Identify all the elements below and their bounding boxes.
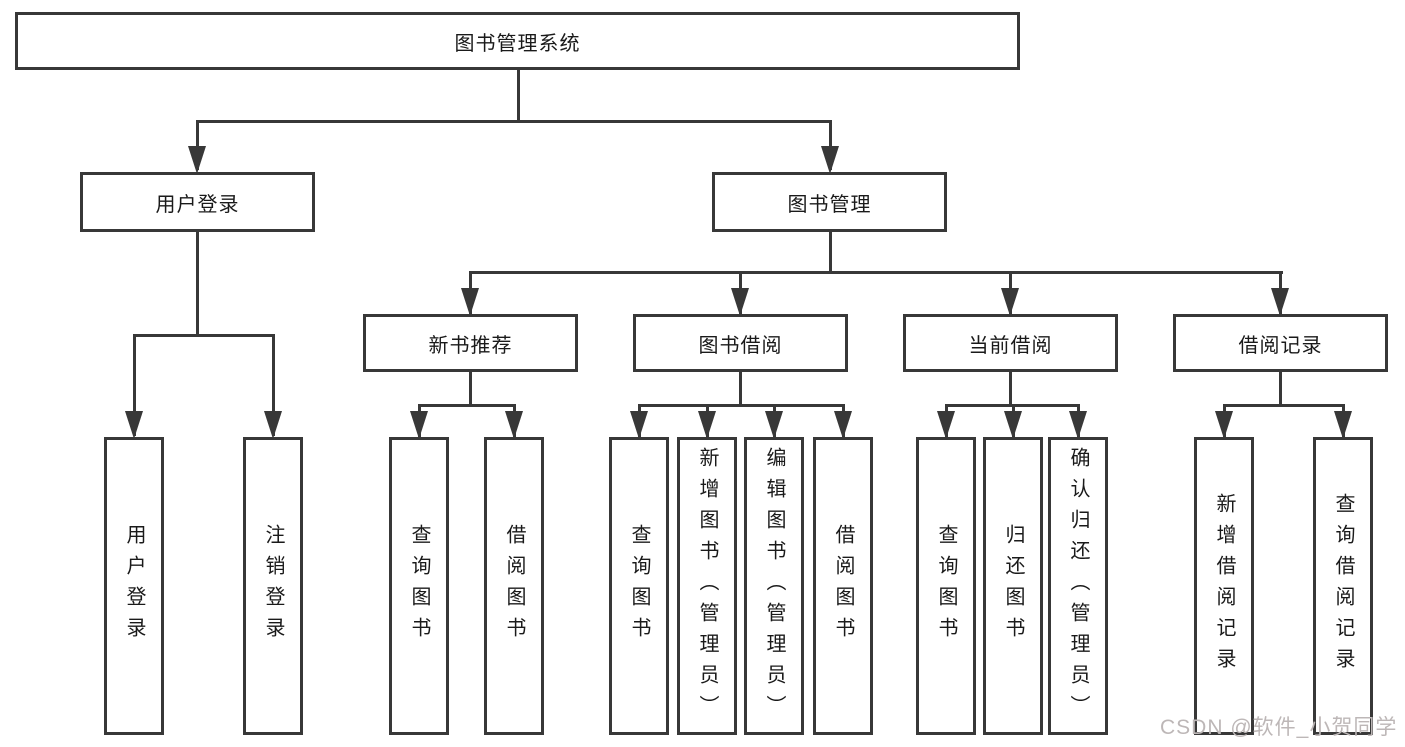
leaf-records-add-borrow-record: 新增借阅记录 (1194, 437, 1254, 735)
watermark: CSDN @软件_小贺同学 (1160, 716, 1398, 739)
node-label: 新书推荐 (428, 334, 513, 357)
leaf-borrow-borrow-books: 借阅图书 (813, 437, 873, 735)
connector-line (418, 404, 516, 407)
node-label: 图书管理 (787, 193, 872, 216)
leaf-label: 查询图书 (408, 524, 430, 648)
node-library-system: 图书管理系统 (15, 12, 1020, 70)
arrow-down-icon (264, 411, 282, 439)
connector-line (739, 370, 742, 407)
leaf-label: 编辑图书（管理员） (763, 446, 785, 726)
leaf-label: 归还图书 (1002, 524, 1024, 648)
leaf-label: 新增借阅记录 (1213, 493, 1235, 679)
leaf-label: 注销登录 (262, 524, 284, 648)
connector-line (196, 120, 832, 123)
leaf-label: 新增图书（管理员） (696, 446, 718, 726)
arrow-down-icon (410, 411, 428, 439)
leaf-recommend-borrow-books: 借阅图书 (484, 437, 544, 735)
node-current-borrowing: 当前借阅 (903, 314, 1118, 372)
arrow-down-icon (1004, 411, 1022, 439)
node-new-book-recommendation: 新书推荐 (363, 314, 578, 372)
arrow-down-icon (630, 411, 648, 439)
node-label: 借阅记录 (1238, 334, 1323, 357)
connector-line (133, 334, 275, 337)
connector-line (1279, 370, 1282, 407)
arrow-down-icon (765, 411, 783, 439)
arrow-down-icon (834, 411, 852, 439)
connector-line (133, 334, 136, 436)
arrow-down-icon (937, 411, 955, 439)
arrow-down-icon (505, 411, 523, 439)
leaf-recommend-query-books: 查询图书 (389, 437, 449, 735)
connector-line (196, 230, 199, 336)
arrow-down-icon (1271, 288, 1289, 316)
arrow-down-icon (1001, 288, 1019, 316)
leaf-label: 借阅图书 (503, 524, 525, 648)
node-user-login: 用户登录 (80, 172, 315, 232)
leaf-borrow-add-books-admin: 新增图书（管理员） (677, 437, 737, 735)
leaf-borrow-edit-books-admin: 编辑图书（管理员） (744, 437, 804, 735)
connector-line (638, 404, 845, 407)
connector-line (469, 370, 472, 407)
leaf-current-return-books: 归还图书 (983, 437, 1043, 735)
connector-line (517, 68, 520, 122)
leaf-login-logout: 注销登录 (243, 437, 303, 735)
arrow-down-icon (461, 288, 479, 316)
node-borrowing-records: 借阅记录 (1173, 314, 1388, 372)
leaf-label: 确认归还（管理员） (1067, 446, 1089, 726)
arrow-down-icon (821, 146, 839, 174)
connector-line (1223, 404, 1345, 407)
leaf-label: 借阅图书 (832, 524, 854, 648)
leaf-label: 用户登录 (123, 524, 145, 648)
leaf-login-user-login: 用户登录 (104, 437, 164, 735)
arrow-down-icon (1334, 411, 1352, 439)
connector-line (829, 120, 832, 170)
node-book-borrowing: 图书借阅 (633, 314, 848, 372)
arrow-down-icon (731, 288, 749, 316)
leaf-current-confirm-return-admin: 确认归还（管理员） (1048, 437, 1108, 735)
node-label: 当前借阅 (968, 334, 1053, 357)
leaf-label: 查询借阅记录 (1332, 493, 1354, 679)
connector-line (272, 334, 275, 436)
arrow-down-icon (1069, 411, 1087, 439)
leaf-label: 查询图书 (935, 524, 957, 648)
leaf-current-query-books: 查询图书 (916, 437, 976, 735)
arrow-down-icon (125, 411, 143, 439)
arrow-down-icon (188, 146, 206, 174)
connector-line (469, 271, 1283, 274)
node-label: 图书管理系统 (454, 32, 581, 55)
connector-line (1009, 370, 1012, 407)
arrow-down-icon (1215, 411, 1233, 439)
connector-line (196, 120, 199, 170)
connector-line (829, 230, 832, 274)
arrow-down-icon (698, 411, 716, 439)
node-book-management: 图书管理 (712, 172, 947, 232)
leaf-borrow-query-books: 查询图书 (609, 437, 669, 735)
leaf-records-query-borrow-record: 查询借阅记录 (1313, 437, 1373, 735)
node-label: 用户登录 (155, 193, 240, 216)
leaf-label: 查询图书 (628, 524, 650, 648)
node-label: 图书借阅 (698, 334, 783, 357)
